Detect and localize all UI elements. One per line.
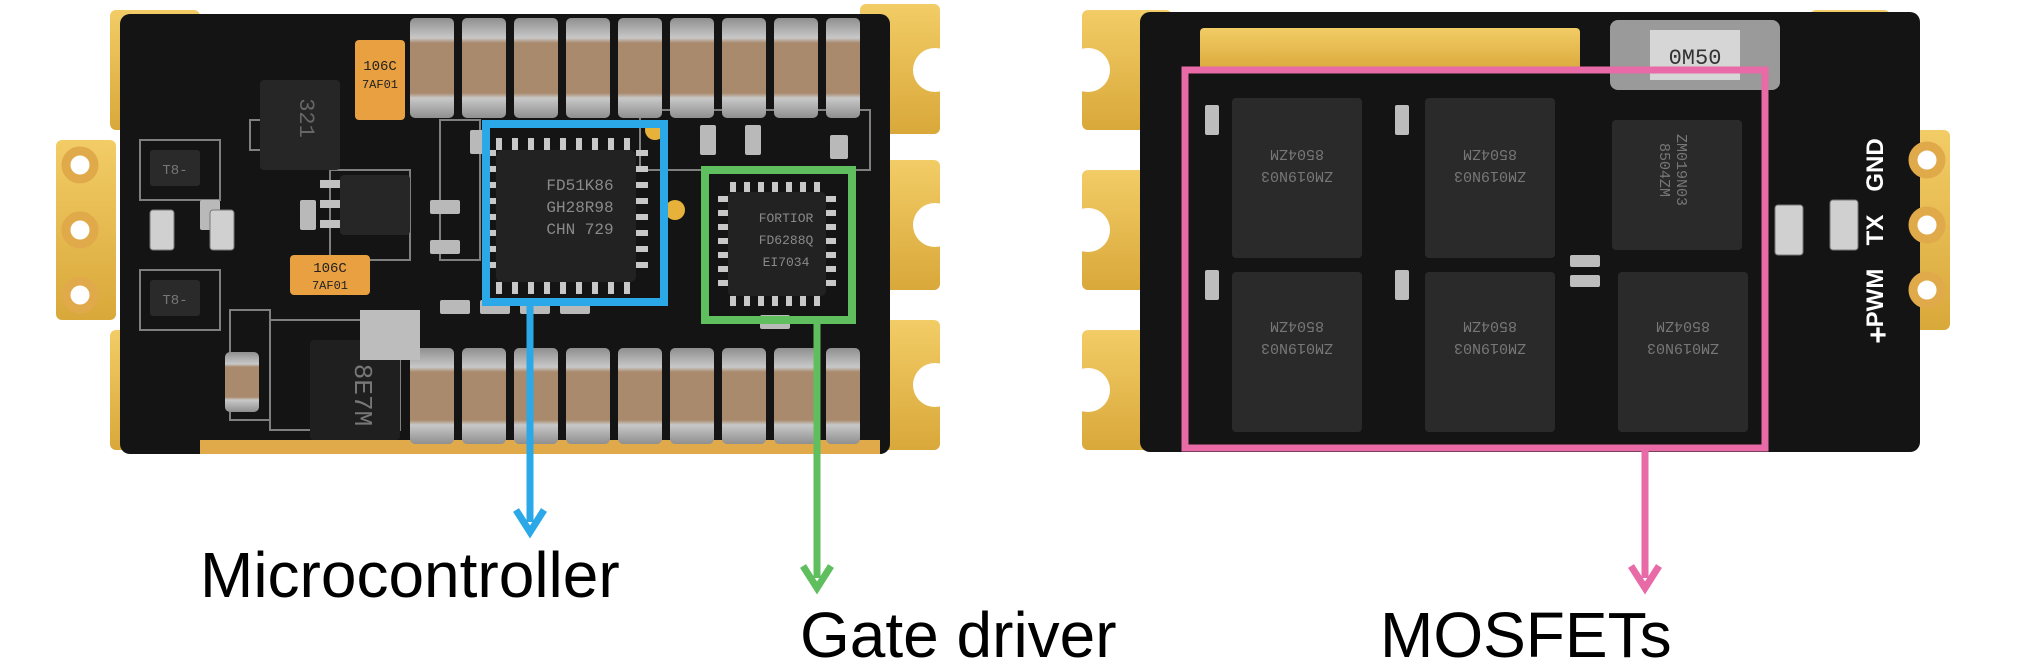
microcontroller-arrowhead bbox=[513, 508, 547, 539]
svg-text:8504ZM: 8504ZM bbox=[1463, 317, 1517, 334]
svg-text:ZM019N03: ZM019N03 bbox=[1647, 339, 1719, 356]
svg-text:ZM019N03: ZM019N03 bbox=[1672, 134, 1689, 206]
led bbox=[149, 209, 175, 251]
small-passives bbox=[1205, 105, 1600, 300]
svg-text:FORTIOR: FORTIOR bbox=[759, 211, 814, 226]
svg-text:T8-: T8- bbox=[162, 293, 187, 309]
shunt-resistor: 0M50 bbox=[1610, 20, 1780, 90]
sot-ic bbox=[320, 175, 410, 235]
svg-text:7AF01: 7AF01 bbox=[312, 279, 348, 293]
svg-text:8504ZM: 8504ZM bbox=[1656, 317, 1710, 334]
voltage-regulator: 8E7M bbox=[310, 310, 420, 440]
gate-driver-chip: FORTIOR FD6288Q EI7034 bbox=[718, 182, 836, 306]
tantalum-capacitor: 106C 7AF01 bbox=[290, 255, 370, 295]
led bbox=[1774, 204, 1804, 256]
mosfet-chip: 8504ZM ZM019N03 bbox=[1425, 272, 1555, 432]
svg-text:+: + bbox=[1869, 319, 1887, 352]
gate-driver-label: Gate driver bbox=[800, 599, 1117, 671]
capacitor-row-bottom bbox=[225, 348, 860, 444]
svg-text:ZM019N03: ZM019N03 bbox=[1454, 167, 1526, 184]
signal-pins bbox=[1908, 141, 1946, 309]
signal-pins bbox=[61, 146, 99, 314]
mosfets-arrowhead bbox=[1628, 564, 1662, 595]
svg-text:8504ZM: 8504ZM bbox=[1270, 317, 1324, 334]
led bbox=[1829, 199, 1859, 251]
mosfet-chip: ZM019N03 8504ZM bbox=[1612, 120, 1742, 250]
tantalum-capacitor: 106C 7AF01 bbox=[355, 40, 405, 120]
svg-text:TX: TX bbox=[1862, 215, 1889, 246]
microcontroller-callout bbox=[482, 120, 668, 539]
microcontroller-chip: FD51K86 GH28R98 CHN 729 bbox=[484, 138, 648, 294]
microcontroller-highlight-box bbox=[482, 120, 668, 306]
sot-ic: 321 bbox=[260, 80, 340, 170]
gate-driver-highlight-box bbox=[701, 166, 856, 324]
svg-text:GND: GND bbox=[1862, 138, 1889, 191]
svg-text:8504ZM: 8504ZM bbox=[1655, 143, 1672, 197]
mosfets-callout bbox=[1181, 66, 1769, 595]
diode: T8- bbox=[150, 150, 200, 186]
svg-text:FD51K86: FD51K86 bbox=[546, 177, 613, 195]
svg-text:FD6288Q: FD6288Q bbox=[759, 233, 814, 248]
gate-driver-arrowhead bbox=[800, 564, 834, 595]
mosfets-highlight-box bbox=[1181, 66, 1769, 452]
right-pcb-board: 0M50 8504ZM ZM019N03 8504ZM ZM019N03 ZM0 bbox=[1066, 10, 1950, 452]
svg-text:PWM: PWM bbox=[1862, 269, 1889, 328]
svg-text:EI7034: EI7034 bbox=[763, 255, 810, 270]
svg-text:8504ZM: 8504ZM bbox=[1463, 145, 1517, 162]
svg-text:106C: 106C bbox=[363, 59, 397, 75]
mosfets-label: MOSFETs bbox=[1380, 599, 1672, 671]
svg-text:7AF01: 7AF01 bbox=[362, 78, 398, 92]
mosfet-chip: 8504ZM ZM019N03 bbox=[1425, 98, 1555, 258]
pcb-silkscreen-labels: GND TX PWM + bbox=[1862, 138, 1889, 352]
diode: T8- bbox=[150, 280, 200, 316]
capacitor-row-top bbox=[410, 18, 860, 118]
svg-text:ZM019N03: ZM019N03 bbox=[1261, 167, 1333, 184]
mosfet-chip: 8504ZM ZM019N03 bbox=[1618, 272, 1748, 432]
svg-text:ZM019N03: ZM019N03 bbox=[1261, 339, 1333, 356]
microcontroller-label: Microcontroller bbox=[200, 539, 620, 611]
svg-text:CHN 729: CHN 729 bbox=[546, 221, 613, 239]
svg-text:ZM019N03: ZM019N03 bbox=[1454, 339, 1526, 356]
svg-text:8504ZM: 8504ZM bbox=[1270, 145, 1324, 162]
mosfet-chip: 8504ZM ZM019N03 bbox=[1232, 272, 1362, 432]
svg-text:321: 321 bbox=[293, 98, 318, 138]
left-pcb-board: 106C 7AF01 106C 7AF01 321 T8- T8- bbox=[56, 4, 957, 454]
svg-text:T8-: T8- bbox=[162, 163, 187, 179]
svg-text:8E7M: 8E7M bbox=[347, 364, 377, 426]
copper-bar bbox=[1200, 28, 1580, 72]
mosfet-chip: 8504ZM ZM019N03 bbox=[1232, 98, 1362, 258]
led bbox=[209, 209, 235, 251]
gate-driver-callout bbox=[701, 166, 856, 595]
svg-text:GH28R98: GH28R98 bbox=[546, 199, 613, 217]
svg-text:106C: 106C bbox=[313, 261, 347, 277]
